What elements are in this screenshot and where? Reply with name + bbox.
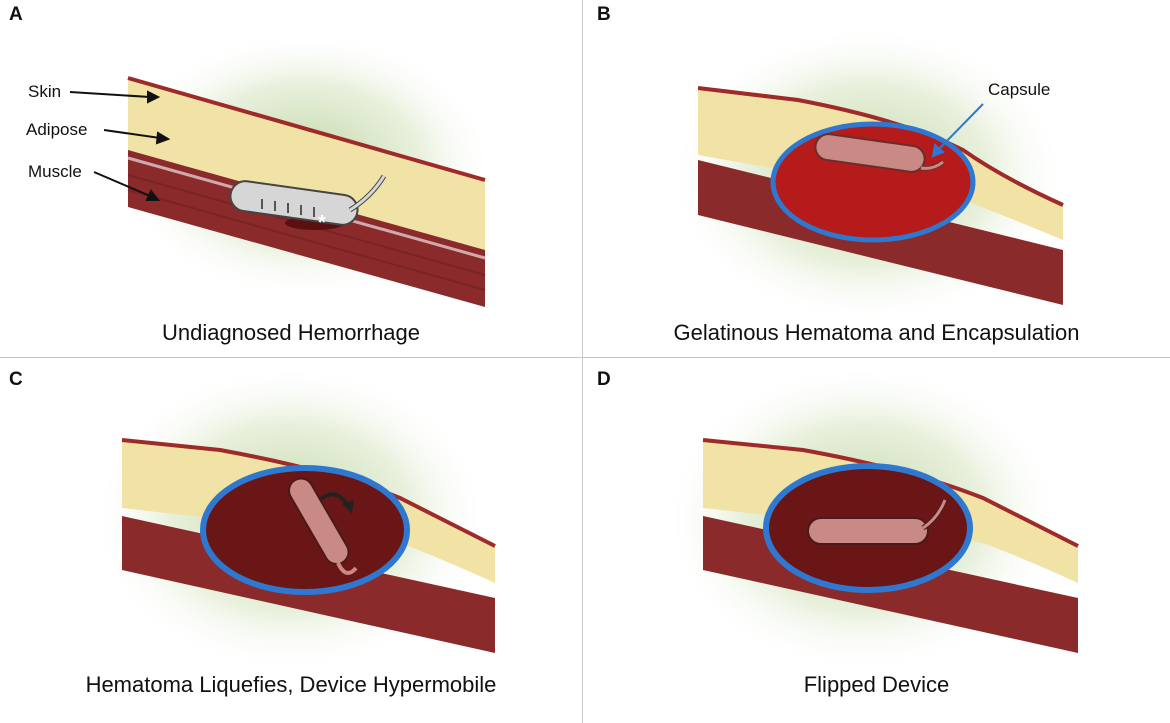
- panel-d-letter: D: [597, 369, 611, 390]
- skin-line: [702, 438, 1079, 548]
- vertical-divider: [582, 0, 583, 723]
- panel-b-illustration: [668, 25, 1068, 325]
- panel-c-caption: Hematoma Liquefies, Device Hypermobile: [85, 672, 497, 697]
- panel-c-illustration: [90, 363, 496, 673]
- muscle-label: Muscle: [28, 162, 82, 181]
- capsule-arrow: [931, 103, 984, 158]
- panel-a-letter: A: [9, 4, 23, 25]
- adipose-layer: [128, 78, 485, 250]
- panel-a: A Skin Adipose Muscle * Undiagnosed Hemo…: [0, 0, 582, 357]
- horizontal-divider: [0, 357, 1170, 358]
- capsule-label: Capsule: [988, 80, 1051, 99]
- cardiac-device: [229, 174, 387, 226]
- panel-c: C Hematoma Liquefies, Device Hypermobile: [0, 358, 582, 723]
- cardiac-device: [288, 477, 358, 575]
- panel-b-caption: Gelatinous Hematoma and Encapsulation: [673, 320, 1080, 345]
- skin-line: [127, 76, 486, 182]
- skin-label: Skin: [28, 82, 62, 101]
- hematoma-capsule: [200, 465, 410, 595]
- rotation-arrow-icon: [318, 492, 354, 514]
- panel-a-caption: Undiagnosed Hemorrhage: [161, 320, 421, 345]
- panel-a-illustration: [69, 30, 495, 307]
- panel-d-caption: Flipped Device: [803, 672, 950, 697]
- adipose-label: Adipose: [26, 120, 88, 139]
- hemorrhage-asterisk: *: [318, 212, 326, 234]
- panel-b: B Capsule Gelatinous Hematoma and Encaps…: [583, 0, 1170, 357]
- cardiac-device: [807, 499, 948, 545]
- panel-d-illustration: [663, 363, 1079, 673]
- panel-b-letter: B: [597, 4, 611, 25]
- cardiac-device: [814, 133, 945, 173]
- panel-d: D Flipped Device: [583, 358, 1170, 723]
- panel-c-letter: C: [9, 369, 23, 390]
- label-arrows: [69, 90, 171, 201]
